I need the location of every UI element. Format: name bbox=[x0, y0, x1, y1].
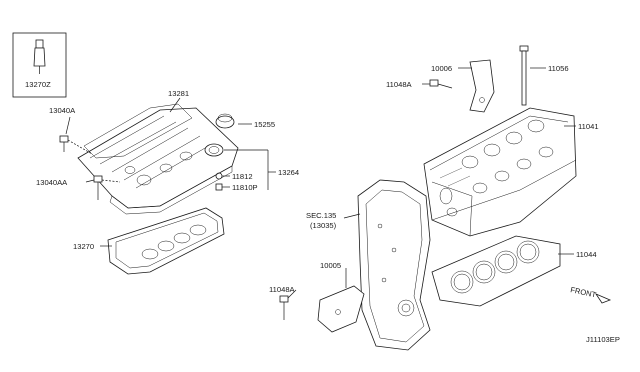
callout-11810P[interactable]: 11810P bbox=[232, 183, 258, 192]
leader-lines bbox=[65, 67, 576, 299]
label-11056: 11056 bbox=[548, 64, 569, 73]
bolt-13040AA bbox=[93, 175, 121, 200]
callout-sec135[interactable]: SEC.135 (13035) bbox=[306, 211, 337, 230]
callout-11812[interactable]: 11812 bbox=[232, 172, 253, 181]
cylinder-head bbox=[423, 107, 577, 237]
diagram-code: J11103EP bbox=[586, 335, 620, 344]
engine-bracket-10005 bbox=[317, 285, 365, 333]
label-11810P: 11810P bbox=[232, 183, 258, 192]
callout-10005[interactable]: 10005 bbox=[320, 261, 341, 270]
callout-11044[interactable]: 11044 bbox=[576, 250, 597, 259]
callout-10006[interactable]: 10006 bbox=[431, 64, 452, 73]
label-11044: 11044 bbox=[576, 250, 597, 259]
front-arrow: FRONT bbox=[570, 285, 612, 304]
rocker-cover-gasket bbox=[107, 207, 225, 275]
label-sec135-ref: (13035) bbox=[310, 221, 337, 230]
label-11812: 11812 bbox=[232, 172, 253, 181]
front-arrow-icon bbox=[594, 293, 612, 304]
bolt-11048A-bottom bbox=[279, 295, 289, 320]
label-11041: 11041 bbox=[578, 122, 599, 131]
baffle-plate bbox=[83, 103, 193, 159]
rocker-cover bbox=[77, 107, 239, 209]
tube-body-icon bbox=[33, 47, 46, 67]
tube-cap-icon bbox=[35, 39, 44, 49]
label-10005: 10005 bbox=[320, 261, 341, 270]
callout-13270Z[interactable]: 13270Z bbox=[25, 80, 51, 89]
cover-port bbox=[204, 143, 224, 157]
callout-13040A[interactable]: 13040A bbox=[49, 106, 76, 115]
callout-13270[interactable]: 13270 bbox=[73, 242, 94, 251]
callout-11048A-bottom[interactable]: 11048A bbox=[269, 285, 296, 294]
bolt-13040A bbox=[59, 135, 93, 155]
engine-bracket-10006 bbox=[469, 59, 495, 113]
label-13264: 13264 bbox=[278, 168, 299, 177]
label-10006: 10006 bbox=[431, 64, 452, 73]
label-11048A-top: 11048A bbox=[386, 80, 413, 89]
label-13040AA: 13040AA bbox=[36, 178, 68, 187]
callout-13264[interactable]: 13264 bbox=[278, 168, 299, 177]
label-13270Z: 13270Z bbox=[25, 80, 51, 89]
rocker-cover-assembly bbox=[77, 103, 239, 215]
callout-13281[interactable]: 13281 bbox=[168, 89, 189, 98]
label-13270: 13270 bbox=[73, 242, 94, 251]
label-sec135: SEC.135 bbox=[306, 211, 336, 220]
callout-15255[interactable]: 15255 bbox=[254, 120, 275, 129]
label-13040A: 13040A bbox=[49, 106, 76, 115]
callout-11048A-top[interactable]: 11048A bbox=[386, 80, 413, 89]
callout-11056[interactable]: 11056 bbox=[548, 64, 569, 73]
callout-13040AA[interactable]: 13040AA bbox=[36, 178, 68, 187]
front-label: FRONT bbox=[570, 285, 598, 299]
head-bolt-11056 bbox=[519, 45, 529, 106]
sealant-tube-box: 13270Z bbox=[12, 32, 67, 98]
head-gasket bbox=[431, 235, 561, 307]
callout-11041[interactable]: 11041 bbox=[578, 122, 599, 131]
timing-chain-cover bbox=[357, 179, 431, 351]
label-11048A-bottom: 11048A bbox=[269, 285, 296, 294]
pcv-valve bbox=[215, 183, 223, 191]
bolt-11048A-top bbox=[429, 79, 453, 89]
label-15255: 15255 bbox=[254, 120, 275, 129]
label-13281: 13281 bbox=[168, 89, 189, 98]
